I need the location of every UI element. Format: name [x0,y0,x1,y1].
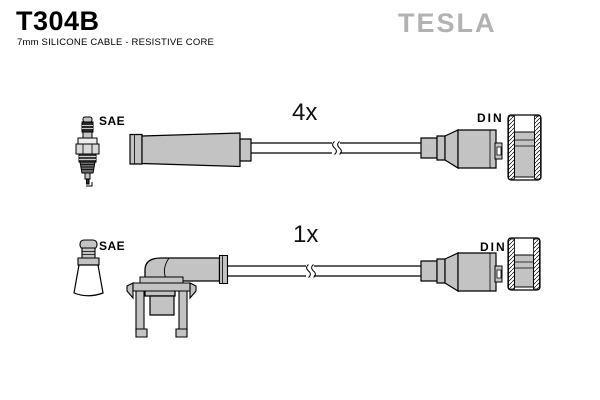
din-terminal-cap-icon [508,115,541,180]
straight-boot [130,133,251,167]
brand-logo: TESLA [398,8,497,38]
sae-label-row1: SAE [99,114,126,128]
cable-row-2 [0,210,600,350]
spark-plug-boot-icon [74,240,103,296]
sae-label-row2: SAE [99,239,126,253]
part-number: T304B [16,6,100,36]
angled-boot-with-clip [127,256,228,338]
din-label-row2: DIN [480,240,507,254]
cable [228,265,422,278]
quantity-label-row1: 4x [292,99,318,126]
cable-row-1 [0,90,600,200]
din-connector-boot [421,253,502,291]
quantity-label-row2: 1x [293,221,319,248]
din-terminal-cap-icon [508,238,540,290]
product-subtitle: 7mm SILICONE CABLE - RESISTIVE CORE [17,37,215,48]
cable [251,142,421,155]
spark-plug-icon [76,117,99,186]
din-label-row1: DIN [477,111,504,125]
din-connector-boot [421,130,502,168]
